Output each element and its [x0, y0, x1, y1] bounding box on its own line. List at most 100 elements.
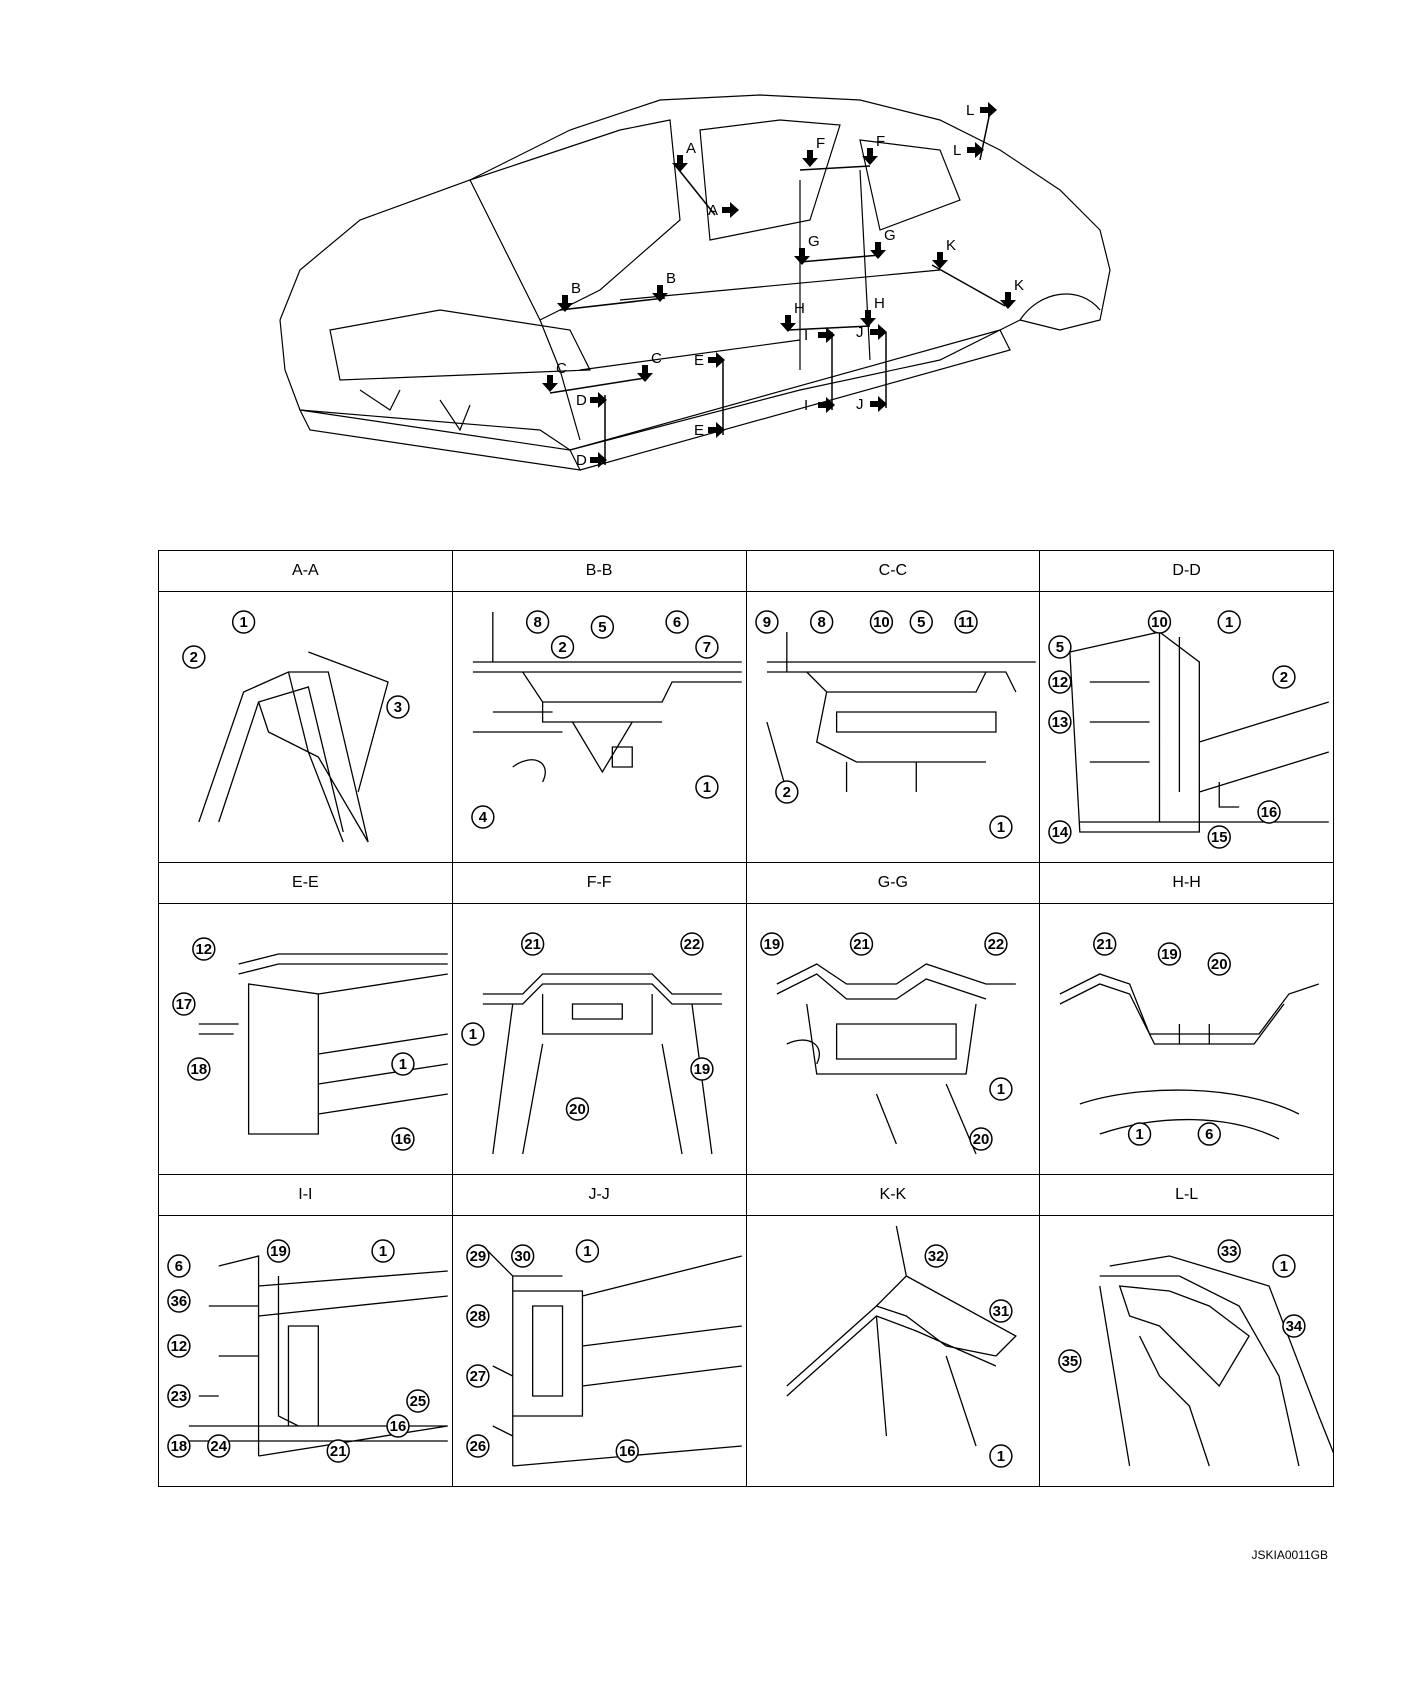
section-marker-c: C: [637, 350, 662, 382]
svg-text:2: 2: [1280, 669, 1288, 686]
callout-1: 1: [575, 1239, 599, 1263]
section-marker-j: J: [856, 396, 887, 413]
section-title: B-B: [452, 551, 746, 592]
callout-29: 29: [465, 1244, 490, 1268]
section-marker-g: G: [870, 227, 896, 259]
marker-label: C: [556, 360, 567, 377]
section-outline: [1059, 973, 1320, 1140]
callout-1: 1: [1272, 1254, 1296, 1278]
arrow-icon: [590, 392, 607, 408]
callout-18: 18: [167, 1434, 191, 1458]
marker-label: E: [694, 422, 704, 439]
callout-5: 5: [1048, 635, 1072, 659]
arrow-icon: [780, 315, 796, 332]
arrow-icon: [722, 202, 739, 218]
svg-text:7: 7: [703, 639, 711, 656]
svg-text:1: 1: [379, 1243, 387, 1260]
svg-text:1: 1: [399, 1056, 407, 1073]
callout-1: 1: [371, 1239, 395, 1263]
svg-text:16: 16: [390, 1418, 407, 1435]
callout-33: 33: [1217, 1239, 1242, 1263]
callout-6: 6: [167, 1254, 191, 1278]
callout-16: 16: [615, 1439, 639, 1463]
svg-text:1: 1: [1280, 1258, 1288, 1275]
svg-text:1: 1: [469, 1026, 477, 1043]
svg-text:20: 20: [569, 1101, 586, 1118]
callout-27: 27: [465, 1364, 490, 1388]
svg-text:8: 8: [817, 614, 825, 631]
svg-text:2: 2: [558, 639, 566, 656]
arrow-icon: [652, 285, 668, 302]
callout-21: 21: [520, 932, 545, 956]
svg-text:23: 23: [171, 1388, 188, 1405]
arrow-icon: [870, 396, 887, 412]
section-title: F-F: [452, 863, 746, 904]
section-outline: [765, 632, 1036, 793]
callout-20: 20: [565, 1097, 589, 1121]
svg-text:15: 15: [1211, 829, 1228, 846]
callout-21: 21: [1093, 932, 1117, 956]
svg-text:33: 33: [1221, 1243, 1238, 1260]
callout-2: 2: [1272, 665, 1296, 689]
marker-label: I: [804, 397, 808, 414]
section-marker-j: J: [856, 324, 887, 341]
callout-5: 5: [590, 615, 614, 639]
callout-2: 2: [550, 635, 574, 659]
svg-text:20: 20: [1211, 956, 1228, 973]
svg-text:18: 18: [191, 1061, 208, 1078]
section-marker-d: D: [576, 392, 607, 409]
section-marker-h: H: [780, 300, 805, 332]
callout-15: 15: [1207, 825, 1232, 849]
callout-26: 26: [465, 1434, 490, 1458]
svg-text:35: 35: [1062, 1353, 1079, 1370]
callout-22: 22: [680, 932, 704, 956]
callout-1: 1: [988, 815, 1013, 839]
marker-label: H: [794, 300, 805, 317]
callout-19: 19: [759, 932, 784, 956]
svg-text:19: 19: [270, 1243, 287, 1260]
arrow-icon: [860, 310, 876, 327]
marker-label: E: [694, 352, 704, 369]
callout-25: 25: [406, 1389, 430, 1413]
svg-text:11: 11: [958, 614, 974, 631]
callout-1: 1: [231, 610, 256, 634]
section-marker-l: L: [966, 102, 997, 119]
section-marker-f: F: [862, 133, 885, 165]
callout-18: 18: [187, 1057, 211, 1081]
svg-text:20: 20: [972, 1131, 989, 1148]
svg-text:32: 32: [927, 1248, 944, 1265]
section-marker-k: K: [932, 237, 956, 269]
svg-text:6: 6: [673, 614, 681, 631]
section-marker-f: F: [802, 135, 825, 167]
svg-text:28: 28: [469, 1308, 486, 1325]
svg-text:1: 1: [583, 1243, 591, 1260]
callout-21: 21: [849, 932, 873, 956]
callout-17: 17: [172, 992, 196, 1016]
marker-label: A: [686, 140, 696, 157]
svg-text:5: 5: [917, 614, 925, 631]
arrow-icon: [637, 365, 653, 382]
section-outline: [482, 1245, 742, 1467]
svg-text:1: 1: [996, 819, 1004, 836]
arrow-icon: [1000, 292, 1016, 309]
callout-16: 16: [386, 1414, 410, 1438]
svg-text:1: 1: [1136, 1126, 1144, 1143]
marker-label: L: [953, 142, 961, 159]
section-marker-i: I: [804, 327, 835, 344]
callout-7: 7: [694, 635, 719, 659]
arrow-icon: [557, 295, 573, 312]
callout-1: 1: [694, 775, 719, 799]
svg-text:21: 21: [1097, 936, 1114, 953]
callout-8: 8: [809, 610, 833, 634]
callout-10: 10: [1148, 610, 1172, 634]
callout-2: 2: [774, 780, 799, 804]
callout-19: 19: [689, 1057, 714, 1081]
marker-label: D: [576, 392, 587, 409]
marker-label: J: [856, 324, 864, 341]
